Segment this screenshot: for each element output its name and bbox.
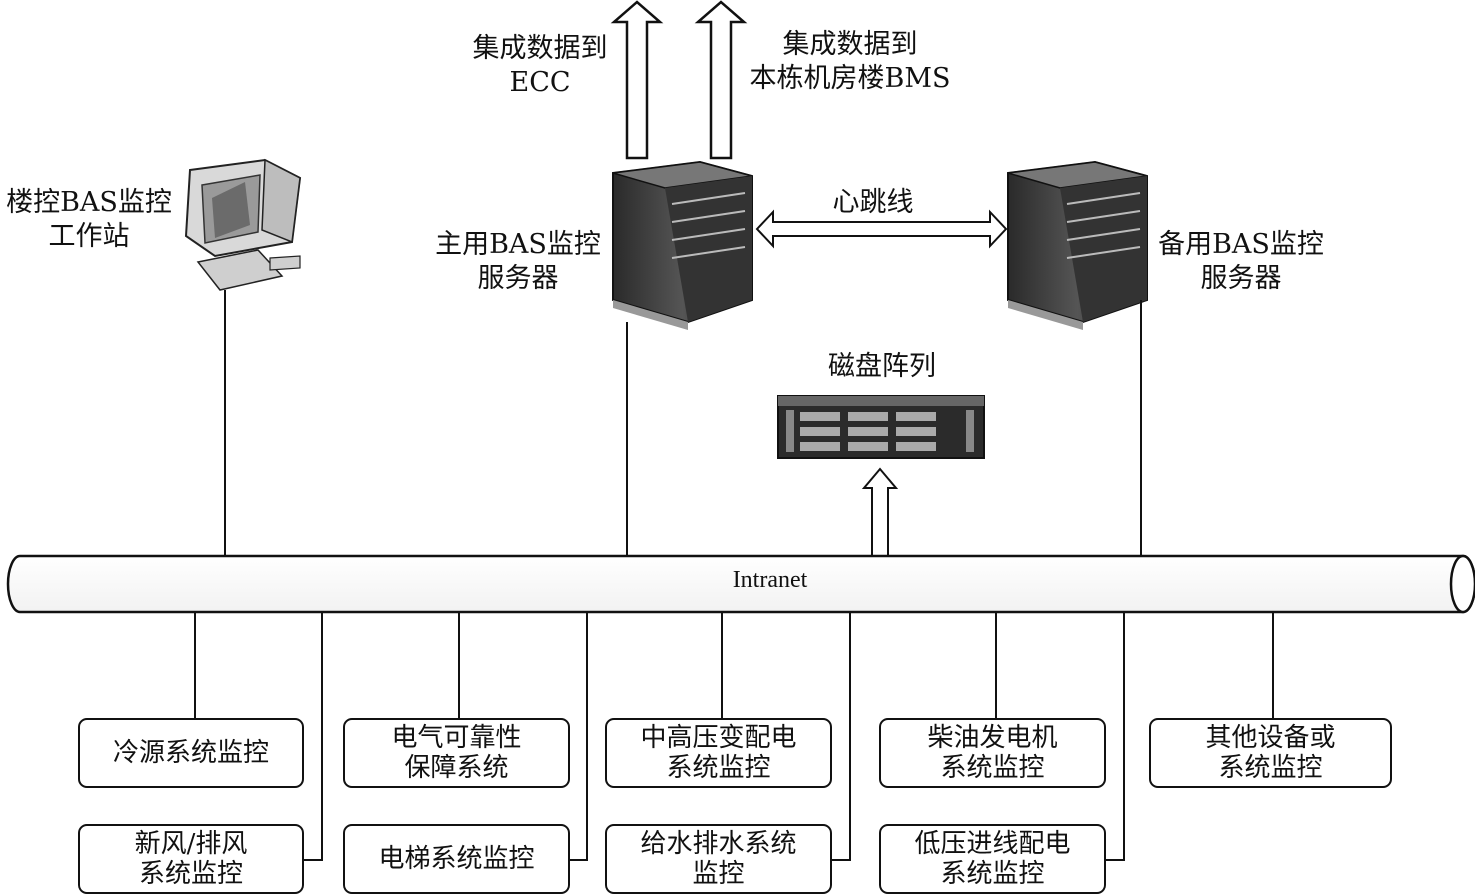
water-supply-drainage-box: 给水排水系统监控 (605, 824, 832, 894)
row1-links (194, 612, 1274, 718)
backup-server-label: 备用BAS监控服务器 (1158, 229, 1324, 294)
diesel-generator-box: 柴油发电机系统监控 (879, 718, 1106, 788)
workstation-icon (184, 158, 302, 291)
intranet-bus (6, 554, 1475, 614)
backup-server-icon (1007, 160, 1148, 330)
bms-label: 集成数据到本栋机房楼BMS (749, 29, 951, 94)
elevator-monitoring-box: 电梯系统监控 (343, 824, 570, 894)
workstation-label: 楼控BAS监控工作站 (6, 187, 172, 252)
heartbeat-arrow (755, 209, 1008, 249)
heartbeat-label: 心跳线 (832, 187, 914, 218)
arrow-to-bms (694, 0, 748, 160)
main-server-icon (612, 160, 753, 330)
disk-array-icon (777, 395, 985, 459)
electrical-reliability-box: 电气可靠性保障系统 (343, 718, 570, 788)
lv-incoming-distribution-box: 低压进线配电系统监控 (879, 824, 1106, 894)
row2-links (304, 612, 1125, 861)
arrow-to-ecc (610, 0, 664, 160)
fresh-exhaust-air-box: 新风/排风系统监控 (78, 824, 304, 894)
intranet-label: Intranet (732, 567, 808, 593)
arrow-to-disk-array (861, 467, 899, 557)
main-server-label: 主用BAS监控服务器 (435, 229, 601, 294)
hv-distribution-box: 中高压变配电系统监控 (605, 718, 832, 788)
chiller-monitoring-box: 冷源系统监控 (78, 718, 304, 788)
other-equipment-box: 其他设备或系统监控 (1149, 718, 1392, 788)
disk-array-label: 磁盘阵列 (828, 351, 936, 382)
